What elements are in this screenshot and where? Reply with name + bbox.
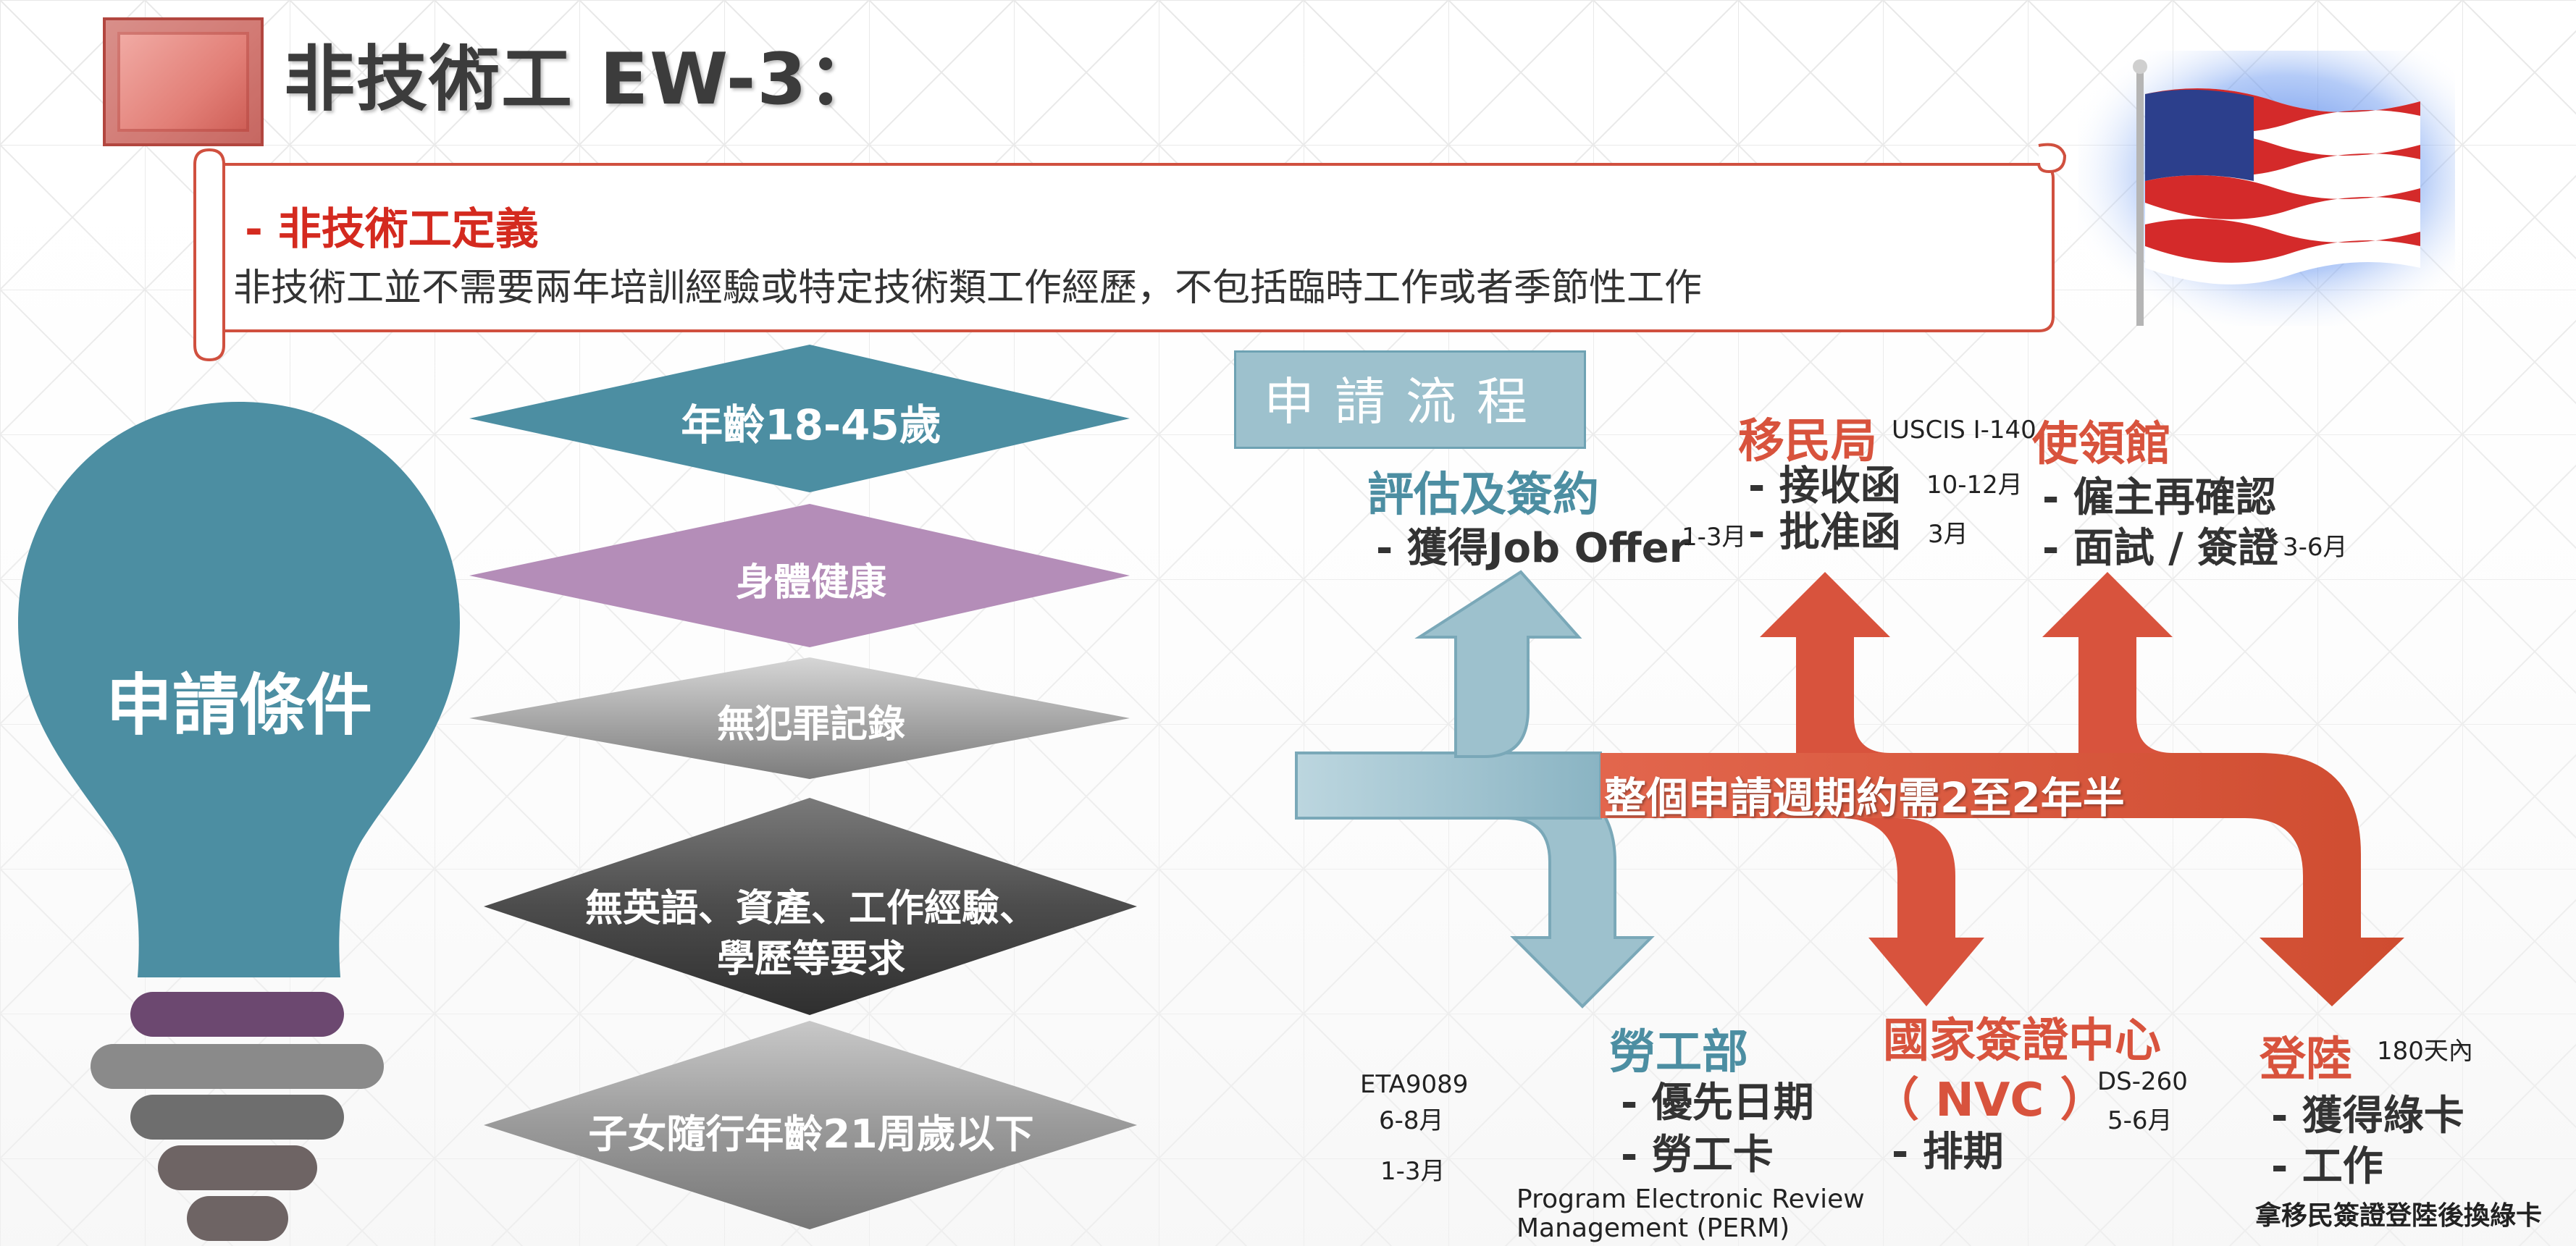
step-consulate-item-1: - 僱主再確認 xyxy=(2042,474,2276,521)
step-landing-time: 180天內 xyxy=(2377,1037,2473,1066)
step-evaluate-title: 評估及簽約 xyxy=(1367,468,1599,522)
step-nvc-time: 5-6月 xyxy=(2107,1106,2173,1135)
step-nvc-title: 國家簽證中心 xyxy=(1883,1014,2161,1068)
scroll-banner xyxy=(193,143,2067,362)
diamond-children xyxy=(484,1021,1137,1229)
requirement-diamonds xyxy=(469,345,1137,1229)
cycle-text: 整個申請週期約需2至2年半 xyxy=(1604,773,2125,822)
step-uscis-time-2: 3月 xyxy=(1928,520,1968,549)
definition-heading: - 非技術工定義 xyxy=(245,204,539,255)
diamond-record xyxy=(469,657,1130,779)
step-labor-perm-line2: Management (PERM) xyxy=(1516,1213,1790,1243)
process-flow-arrows xyxy=(1295,570,2404,1009)
requirement-noreq-line2: 學歷等要求 xyxy=(716,938,905,981)
step-consulate-time: 3-6月 xyxy=(2283,533,2348,562)
step-landing-note: 拿移民簽證登陸後換綠卡 xyxy=(2255,1201,2543,1231)
page-title: 非技術工 EW-3： xyxy=(284,38,881,121)
diamond-age xyxy=(469,345,1130,492)
arrow-consulate-up xyxy=(2042,572,2173,753)
step-consulate-item-2: - 面試 / 簽證 xyxy=(2042,525,2279,572)
definition-text: 非技術工並不需要兩年培訓經驗或特定技術類工作經歷，不包括臨時工作或者季節性工作 xyxy=(233,266,1703,310)
diamond-noreq xyxy=(484,798,1137,1015)
step-uscis-title: 移民局 xyxy=(1738,415,1877,468)
step-nvc-item: - 排期 xyxy=(1892,1129,2004,1176)
requirement-age: 年齡18-45歲 xyxy=(681,400,941,450)
arrow-nvc-down xyxy=(1868,818,1984,1006)
lightbulb-icon xyxy=(18,402,460,1241)
step-labor-item-2: - 勞工卡 xyxy=(1621,1132,1774,1179)
us-flag-icon xyxy=(2078,51,2455,326)
arrow-uscis-up xyxy=(1760,572,1890,753)
step-labor-form: ETA9089 xyxy=(1360,1070,1469,1099)
step-landing-title: 登陸 xyxy=(2260,1033,2352,1087)
requirement-health: 身體健康 xyxy=(735,561,886,605)
step-uscis-item-1: - 接收函 xyxy=(1748,463,1901,510)
step-labor-title: 勞工部 xyxy=(1609,1026,1748,1079)
step-evaluate-time: 1-3月 xyxy=(1682,523,1747,552)
step-landing-item-2: - 工作 xyxy=(2271,1143,2383,1190)
diamond-health xyxy=(469,504,1130,647)
step-nvc-subtitle: （ NVC ） xyxy=(1873,1074,2107,1127)
step-uscis-item-2: - 批准函 xyxy=(1748,509,1901,556)
title-square-icon xyxy=(103,17,264,146)
arrow-base-teal xyxy=(1295,752,1602,820)
process-label: 申請流程 xyxy=(1234,350,1586,449)
step-labor-item-1: - 優先日期 xyxy=(1621,1079,1814,1127)
step-labor-form-time: 6-8月 xyxy=(1379,1106,1444,1135)
step-evaluate-item: - 獲得Job Offer xyxy=(1376,525,1690,572)
step-nvc-form: DS-260 xyxy=(2097,1067,2188,1096)
requirement-noreq-line1: 無英語、資產、工作經驗、 xyxy=(584,887,1037,930)
step-uscis-time-1: 10-12月 xyxy=(1926,471,2023,500)
step-landing-item-1: - 獲得綠卡 xyxy=(2271,1093,2464,1140)
step-uscis-form: USCIS I-140 xyxy=(1892,416,2036,445)
step-consulate-title: 使領館 xyxy=(2032,418,2171,471)
arrow-band-red xyxy=(1600,753,2404,1006)
requirement-children: 子女隨行年齡21周歲以下 xyxy=(588,1111,1034,1157)
step-labor-time: 1-3月 xyxy=(1380,1157,1446,1186)
step-labor-perm-line1: Program Electronic Review xyxy=(1516,1184,1865,1214)
requirements-label: 申請條件 xyxy=(105,667,372,744)
requirement-record: 無犯罪記錄 xyxy=(716,703,905,746)
